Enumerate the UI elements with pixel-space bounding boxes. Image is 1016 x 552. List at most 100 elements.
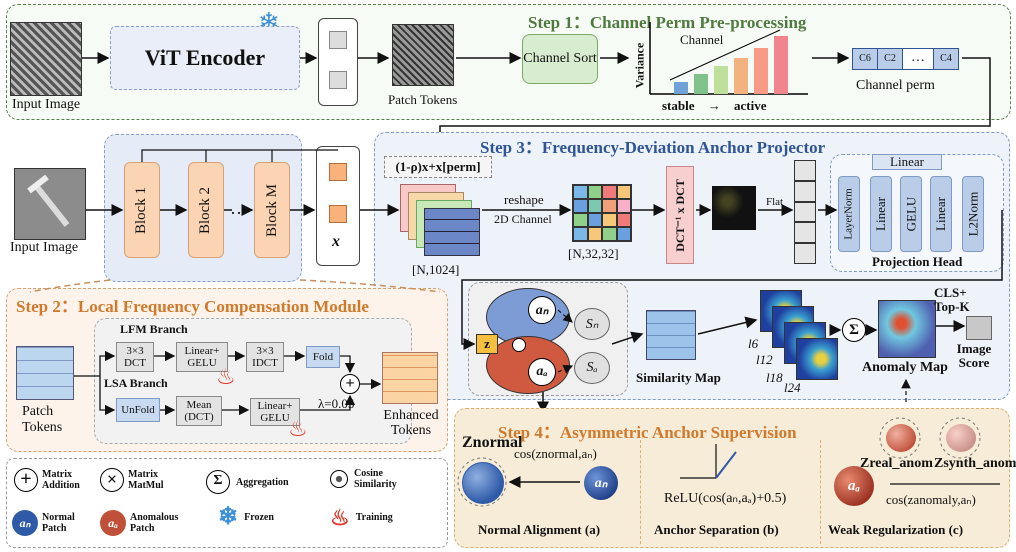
anchor-anomaly-node: aₐ: [528, 358, 556, 386]
variance-bar-3: [714, 66, 728, 94]
step2-title: Step 2：Local Frequency Compensation Modu…: [16, 297, 369, 316]
variance-bar-1: [674, 82, 688, 94]
step4-divider-1: [640, 440, 641, 544]
enhanced-tokens-cube: [382, 352, 438, 404]
cls-topk-label: CLS+ Top-K: [934, 285, 970, 314]
training-fire-icon-2: ♨: [288, 416, 308, 441]
legend-anomalous: aₐ Anomalous Patch: [100, 510, 186, 536]
matrix-add-node: +: [340, 374, 360, 394]
similarity-map-cube: [646, 310, 696, 360]
dim-n-1024: [N,1024]: [412, 262, 460, 277]
proj-linear-1: Linear: [870, 176, 892, 252]
similarity-map-label: Similarity Map: [636, 370, 721, 385]
perm-cell-0: C6: [853, 49, 878, 69]
channel-perm-row: C6 C2 … C4: [852, 48, 959, 70]
variance-bar-chart: [649, 22, 808, 95]
layer-label-6: l6: [748, 336, 759, 351]
relu-label: ReLU(cos(aₙ,aₐ)+0.5): [664, 491, 787, 506]
input-image-screw: [14, 168, 86, 240]
perm-cell-2: …: [903, 49, 934, 69]
lfm-branch-label: LFM Branch: [120, 322, 188, 336]
matrix-mul-icon: ×: [100, 468, 124, 492]
projection-head-label: Projection Head: [872, 254, 963, 269]
synth-anom-cluster: [946, 424, 976, 452]
variance-bar-6: [774, 36, 788, 94]
s-a-node: Sₐ: [574, 352, 610, 384]
image-score-square: [966, 316, 992, 340]
block-2: Block 2: [188, 162, 224, 258]
anomaly-map-image: [878, 300, 936, 358]
step3-title: Step 3：Frequency-Deviation Anchor Projec…: [480, 138, 826, 157]
mean-dct-box: Mean (DCT): [176, 396, 222, 426]
step4-normal-anchor: aₙ: [584, 466, 618, 500]
step1-title: Step 1：Channel Perm Pre-processing: [528, 13, 807, 32]
input-image-texture: [10, 22, 82, 96]
cosine-icon: [330, 470, 348, 488]
z-synth-anom-label: Zsynth_anom: [934, 456, 1016, 471]
block-tokens-x: x: [316, 146, 360, 266]
variance-bar-2: [694, 74, 708, 94]
legend-panel: [6, 458, 448, 548]
proj-l2norm: L2Norm: [962, 176, 984, 252]
step4-title: Step 4：Asymmetric Anchor Supervision: [498, 423, 797, 442]
enhanced-tokens-label: Enhanced Tokens: [383, 408, 439, 438]
step4-anomaly-anchor: aₐ: [834, 466, 874, 506]
flat-label: Flat: [766, 196, 784, 208]
cos-normal-label: cos(znormal,aₙ): [514, 446, 597, 461]
step4-divider-2: [820, 440, 821, 544]
perm-cell-3: C4: [934, 49, 958, 69]
real-anom-cluster: [886, 424, 916, 452]
layer-label-12: l12: [756, 352, 773, 367]
legend-matrix-mul: × Matrix MatMul: [100, 468, 178, 492]
step4-panel: [454, 408, 1010, 548]
block-m: Block M: [254, 162, 290, 258]
encoder-output-tokens: [318, 18, 358, 106]
dct-box: DCT⁻¹ x DCT: [666, 166, 694, 264]
step2-patch-tokens-label: Patch Tokens: [22, 404, 63, 435]
reshape-label: reshape: [504, 192, 544, 207]
anchor-separation-label: Anchor Separation (b): [654, 522, 779, 537]
s-n-node: Sₙ: [574, 308, 610, 340]
matrix-add-icon: +: [14, 468, 38, 492]
proj-linear-2: Linear: [930, 176, 952, 252]
perm-cell-1: C2: [878, 49, 903, 69]
dim-n-32-32: [N,32,32]: [568, 246, 619, 261]
layer-label-24: l24: [784, 380, 801, 395]
variance-bar-4: [734, 58, 748, 94]
proj-gelu: GELU: [900, 176, 922, 252]
aggregation-icon: Σ: [206, 470, 230, 494]
normal-patch-icon: aₙ: [12, 510, 38, 536]
x-axis-labels: stable → active: [662, 98, 767, 113]
anchor-normal-node: aₙ: [528, 296, 556, 324]
anomalous-patch-icon: aₐ: [100, 510, 126, 536]
z-token: z: [476, 334, 498, 354]
z-real-anom-label: Zreal_anom: [860, 456, 933, 471]
normal-cluster: [462, 462, 504, 504]
legend-matrix-add: + Matrix Addition: [14, 468, 92, 492]
step3-input-label: Input Image: [10, 240, 79, 255]
aggregation-node: Σ: [842, 318, 866, 342]
channel-sort-box: Channel Sort: [522, 34, 598, 84]
channel2d-label: 2D Channel: [494, 212, 552, 226]
channel-perm-label: Channel perm: [856, 78, 935, 93]
variance-bar-5: [754, 48, 768, 94]
mix-formula-box: (1-ρ)x+x[perm]: [384, 156, 492, 178]
image-score-label: Image Score: [956, 341, 992, 370]
lsa-branch-label: LSA Branch: [104, 376, 168, 390]
proj-linear-top: Linear: [872, 154, 942, 170]
legend-cosine: Cosine Similarity: [330, 468, 414, 490]
flat-vector: [794, 160, 816, 264]
channel-2d-grid: [572, 184, 632, 242]
step1-patch-tokens-label: Patch Tokens: [388, 92, 458, 107]
weak-regularization-label: Weak Regularization (c): [828, 522, 964, 537]
mixed-tensor-stack: [400, 184, 480, 260]
layer-label-18: l18: [766, 370, 783, 385]
z-normal-label: Znormal: [462, 434, 523, 451]
cos-anom-label: cos(zanomaly,aₙ): [886, 492, 976, 507]
unfold-box: UnFold: [116, 398, 160, 422]
legend-normal: aₙ Normal Patch: [12, 510, 88, 536]
block-1: Block 1: [124, 162, 160, 258]
